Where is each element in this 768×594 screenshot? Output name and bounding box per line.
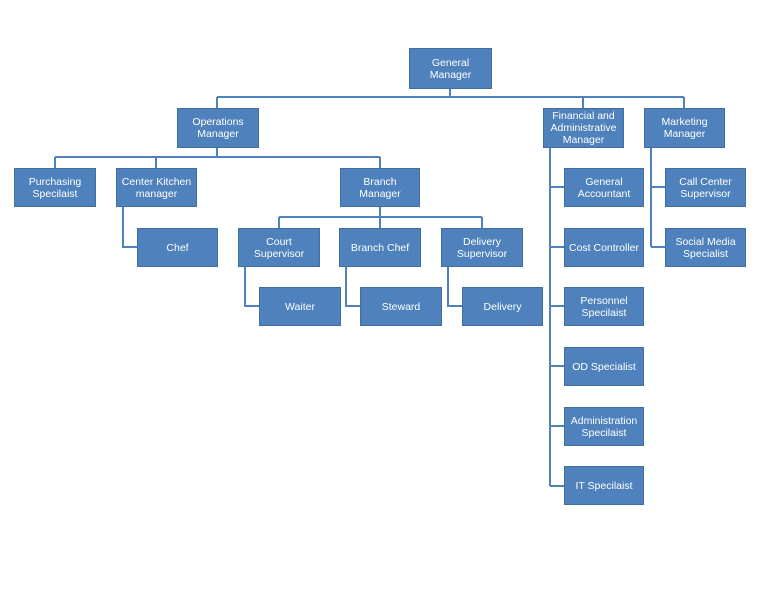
- connector-deliverysup-to-delivery: [447, 267, 462, 307]
- connector-court-to-waiter: [244, 267, 259, 307]
- node-chef[interactable]: Chef: [137, 228, 218, 267]
- node-financial-admin-manager[interactable]: Financial and Administrative Manager: [543, 108, 624, 148]
- node-center-kitchen-manager[interactable]: Center Kitchen manager: [116, 168, 197, 207]
- connector-ops-to-children: [54, 148, 381, 168]
- connector-branch-to-children: [278, 207, 483, 228]
- node-personnel-specialist[interactable]: Personnel Specilaist: [564, 287, 644, 326]
- connector-finance-spine: [549, 148, 564, 487]
- node-operations-manager[interactable]: Operations Manager: [177, 108, 259, 148]
- node-branch-manager[interactable]: Branch Manager: [340, 168, 420, 207]
- node-od-specialist[interactable]: OD Specialist: [564, 347, 644, 386]
- node-marketing-manager[interactable]: Marketing Manager: [644, 108, 725, 148]
- node-general-accountant[interactable]: General Accountant: [564, 168, 644, 207]
- node-delivery-supervisor[interactable]: Delivery Supervisor: [441, 228, 523, 267]
- node-general-manager[interactable]: General Manager: [409, 48, 492, 89]
- node-court-supervisor[interactable]: Court Supervisor: [238, 228, 320, 267]
- node-waiter[interactable]: Waiter: [259, 287, 341, 326]
- connector-marketing-spine: [650, 148, 665, 248]
- connector-gm-to-level1: [216, 89, 685, 108]
- node-call-center-supervisor[interactable]: Call Center Supervisor: [665, 168, 746, 207]
- node-steward[interactable]: Steward: [360, 287, 442, 326]
- connector-branchchef-to-steward: [345, 267, 360, 307]
- node-it-specialist[interactable]: IT Specilaist: [564, 466, 644, 505]
- node-purchasing-specialist[interactable]: Purchasing Specilaist: [14, 168, 96, 207]
- connector-kitchen-to-chef: [122, 207, 137, 248]
- node-administration-specialist[interactable]: Administration Specilaist: [564, 407, 644, 446]
- node-social-media-specialist[interactable]: Social Media Specialist: [665, 228, 746, 267]
- node-delivery[interactable]: Delivery: [462, 287, 543, 326]
- node-cost-controller[interactable]: Cost Controller: [564, 228, 644, 267]
- node-branch-chef[interactable]: Branch Chef: [339, 228, 421, 267]
